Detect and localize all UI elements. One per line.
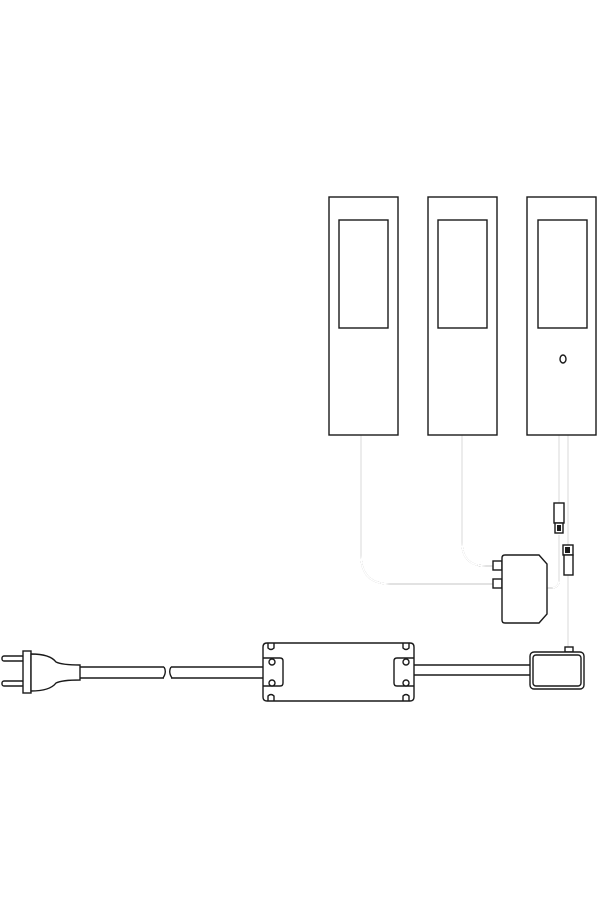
connector-2 [562,544,574,576]
cable-fixture-1 [360,435,493,585]
sensor-icon [559,354,567,364]
light-fixture-1 [328,196,399,436]
cable-fixture-2 [461,435,493,567]
screw-icon [268,658,410,687]
switch-box [529,646,585,690]
cable-fixture-3 [547,435,569,650]
led-driver [262,642,415,702]
mains-cable [80,666,263,679]
light-fixture-3 [526,196,597,436]
light-fixture-2 [427,196,498,436]
mains-plug [1,650,81,694]
junction-box [501,554,548,624]
plug-connectors-junction [492,560,503,589]
connector-1 [553,502,565,534]
cable-switch-driver [414,664,530,676]
